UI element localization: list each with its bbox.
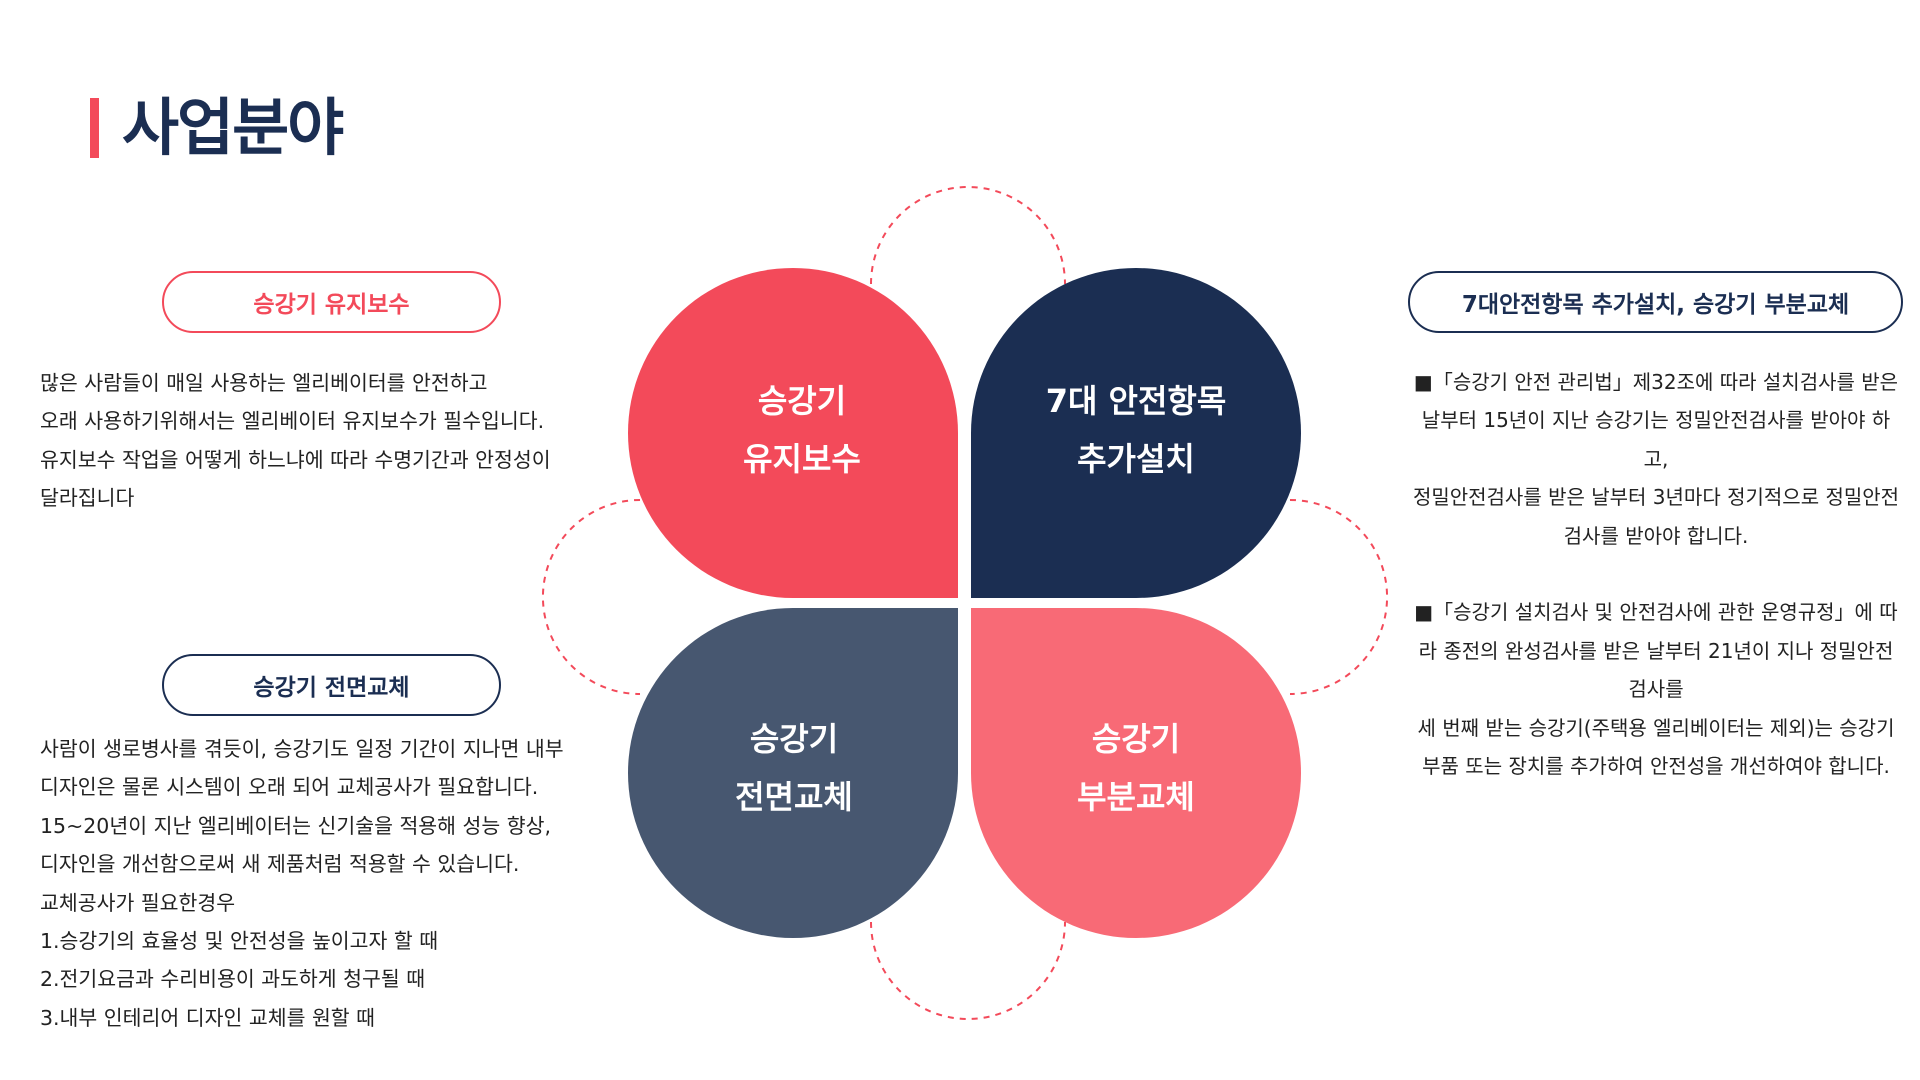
petal-label-line: 승강기 — [749, 720, 839, 758]
maintenance-description: 많은 사람들이 매일 사용하는 엘리베이터를 안전하고 오래 사용하기위해서는 … — [40, 364, 551, 518]
petal-label-line: 승강기 — [1091, 720, 1181, 758]
petal-label-safety-items: 7대 안전항목 추가설치 — [1006, 372, 1266, 488]
full-replacement-tag: 승강기 전면교체 — [162, 654, 501, 716]
petal-label-line: 전면교체 — [735, 778, 853, 816]
text-line: 15~20년이 지난 엘리베이터는 신기술을 적용해 성능 향상, — [40, 813, 552, 838]
page-title: 사업분야 — [122, 91, 344, 164]
petal-label-full-replacement: 승강기 전면교체 — [664, 710, 924, 826]
dashed-arc-top — [870, 186, 1066, 285]
petal-full-replacement — [628, 608, 958, 938]
dashed-arc-left — [542, 499, 641, 695]
safety-items-description: ■「승강기 안전 관리법」제32조에 따라 설치검사를 받은 날부터 15년이 … — [1410, 363, 1902, 785]
petal-label-line: 유지보수 — [743, 440, 861, 478]
dashed-arc-right — [1289, 499, 1388, 695]
petal-label-line: 추가설치 — [1077, 440, 1195, 478]
text-line: 오래 사용하기위해서는 엘리베이터 유지보수가 필수입니다. — [40, 409, 545, 434]
safety-items-tag: 7대안전항목 추가설치, 승강기 부분교체 — [1408, 271, 1903, 333]
text-line: 3.내부 인테리어 디자인 교체를 원할 때 — [40, 1005, 376, 1030]
text-line: 많은 사람들이 매일 사용하는 엘리베이터를 안전하고 — [40, 371, 488, 395]
paragraph-spacer — [1410, 555, 1902, 593]
text-line: 유지보수 작업을 어떻게 하느냐에 따라 수명기간과 안정성이 — [40, 447, 551, 472]
petal-label-line: 승강기 — [757, 382, 847, 420]
text-paragraph: ■「승강기 안전 관리법」제32조에 따라 설치검사를 받은 날부터 15년이 … — [1413, 370, 1899, 471]
text-line: 디자인을 개선함으로써 새 제품처럼 적용할 수 있습니다. — [40, 852, 520, 877]
text-line: 1.승강기의 효율성 및 안전성을 높이고자 할 때 — [40, 929, 439, 954]
petal-label-line: 부분교체 — [1077, 778, 1195, 816]
full-replacement-description: 사람이 생로병사를 겪듯이, 승강기도 일정 기간이 지나면 내부 디자인은 물… — [40, 730, 564, 1037]
petal-label-line: 7대 안전항목 — [1045, 382, 1227, 420]
petal-label-partial-replacement: 승강기 부분교체 — [1006, 710, 1266, 826]
petal-label-maintenance: 승강기 유지보수 — [672, 372, 932, 488]
title-accent-bar — [90, 98, 99, 158]
text-line: 디자인은 물론 시스템이 오래 되어 교체공사가 필요합니다. — [40, 775, 539, 800]
maintenance-tag: 승강기 유지보수 — [162, 271, 501, 333]
text-paragraph: 세 번째 받는 승강기(주택용 엘리베이터는 제외)는 승강기 부품 또는 장치… — [1417, 715, 1895, 779]
text-line: 교체공사가 필요한경우 — [40, 890, 236, 915]
petal-safety-items — [971, 268, 1301, 598]
text-paragraph: 정밀안전검사를 받은 날부터 3년마다 정기적으로 정밀안전검사를 받아야 합니… — [1412, 485, 1900, 548]
dashed-arc-bottom — [870, 921, 1066, 1020]
text-line: 사람이 생로병사를 겪듯이, 승강기도 일정 기간이 지나면 내부 — [40, 737, 564, 761]
petal-maintenance — [628, 268, 958, 598]
text-paragraph: ■「승강기 설치검사 및 안전검사에 관한 운영규정」에 따라 종전의 완성검사… — [1414, 600, 1898, 702]
petal-partial-replacement — [971, 608, 1301, 938]
text-line: 달라집니다 — [40, 486, 135, 511]
text-line: 2.전기요금과 수리비용이 과도하게 청구될 때 — [40, 967, 426, 992]
